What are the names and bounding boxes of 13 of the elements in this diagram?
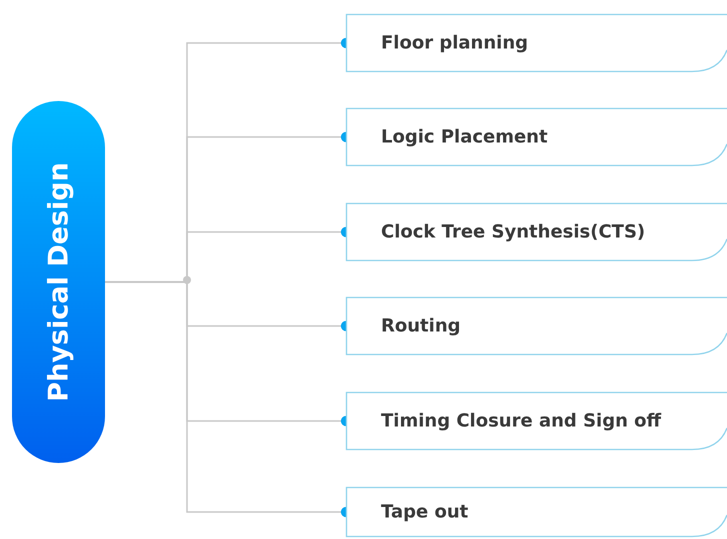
step-box: [346, 203, 727, 261]
step-label: Logic Placement: [381, 126, 548, 148]
step-label: Tape out: [381, 502, 468, 522]
step-label: Clock Tree Synthesis(CTS): [381, 222, 646, 242]
step-label: Timing Closure and Sign off: [381, 410, 662, 432]
step-label: Floor planning: [381, 32, 528, 54]
step-box: [346, 14, 727, 72]
step-box: [346, 487, 727, 537]
step-box: [346, 108, 727, 166]
step-box: [346, 297, 727, 355]
title-text: Physical Design: [43, 162, 74, 402]
step-box: [346, 392, 727, 450]
step-label: Routing: [381, 316, 461, 336]
